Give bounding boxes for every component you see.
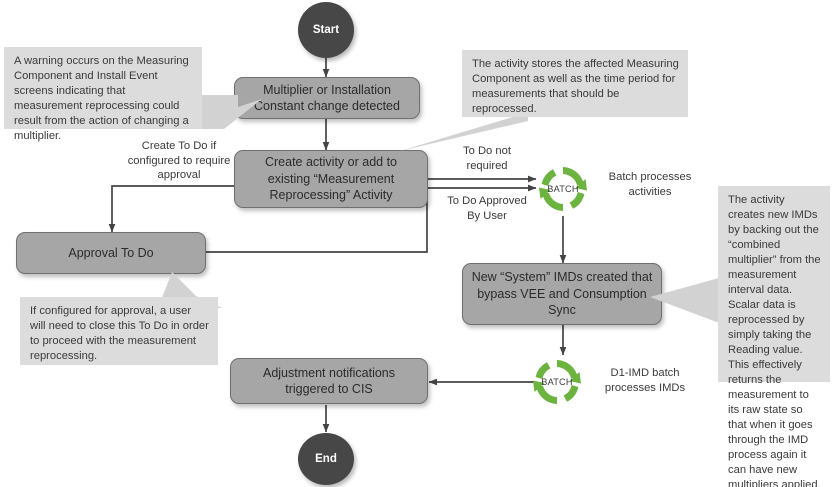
callout-creates-imds: The activity creates new IMDs by backing…: [718, 186, 830, 487]
batch-refresh-icon: [539, 167, 587, 211]
callout-tail-creates-imds: [650, 275, 730, 327]
callout-activity-stores: The activity stores the affected Measuri…: [462, 50, 688, 117]
batch-caption-imds: D1-IMD batch processes IMDs: [604, 367, 686, 394]
batch-icon-activities[interactable]: BATCH: [536, 162, 590, 216]
edge-label-todo-not-required: To Do not required: [463, 145, 511, 172]
edge-label-create-todo: Create To Do if configured to require ap…: [127, 140, 231, 182]
batch-caption-activities: Batch processes activities: [608, 171, 692, 198]
callout-warning: A warning occurs on the Measuring Compon…: [4, 47, 202, 142]
edge-create-to-approval: [108, 185, 234, 233]
batch-icon-imds[interactable]: BATCH: [530, 355, 584, 409]
node-multiplier-change-detected[interactable]: Multiplier or Installation Constant chan…: [234, 77, 420, 119]
batch-label-1: BATCH: [547, 184, 579, 194]
terminator-end: End: [298, 433, 354, 485]
node-adjustment-notifications[interactable]: Adjustment notifications triggered to CI…: [230, 358, 428, 404]
batch-refresh-icon: [533, 360, 581, 404]
node-imds-created[interactable]: New “System” IMDs created that bypass VE…: [462, 263, 662, 325]
callout-approval: If configured for approval, a user will …: [20, 297, 218, 365]
terminator-start: Start: [298, 2, 354, 58]
node-approval-to-do[interactable]: Approval To Do: [16, 232, 206, 274]
edge-label-todo-approved: To Do Approved By User: [447, 195, 527, 222]
batch-label-2: BATCH: [541, 377, 573, 387]
